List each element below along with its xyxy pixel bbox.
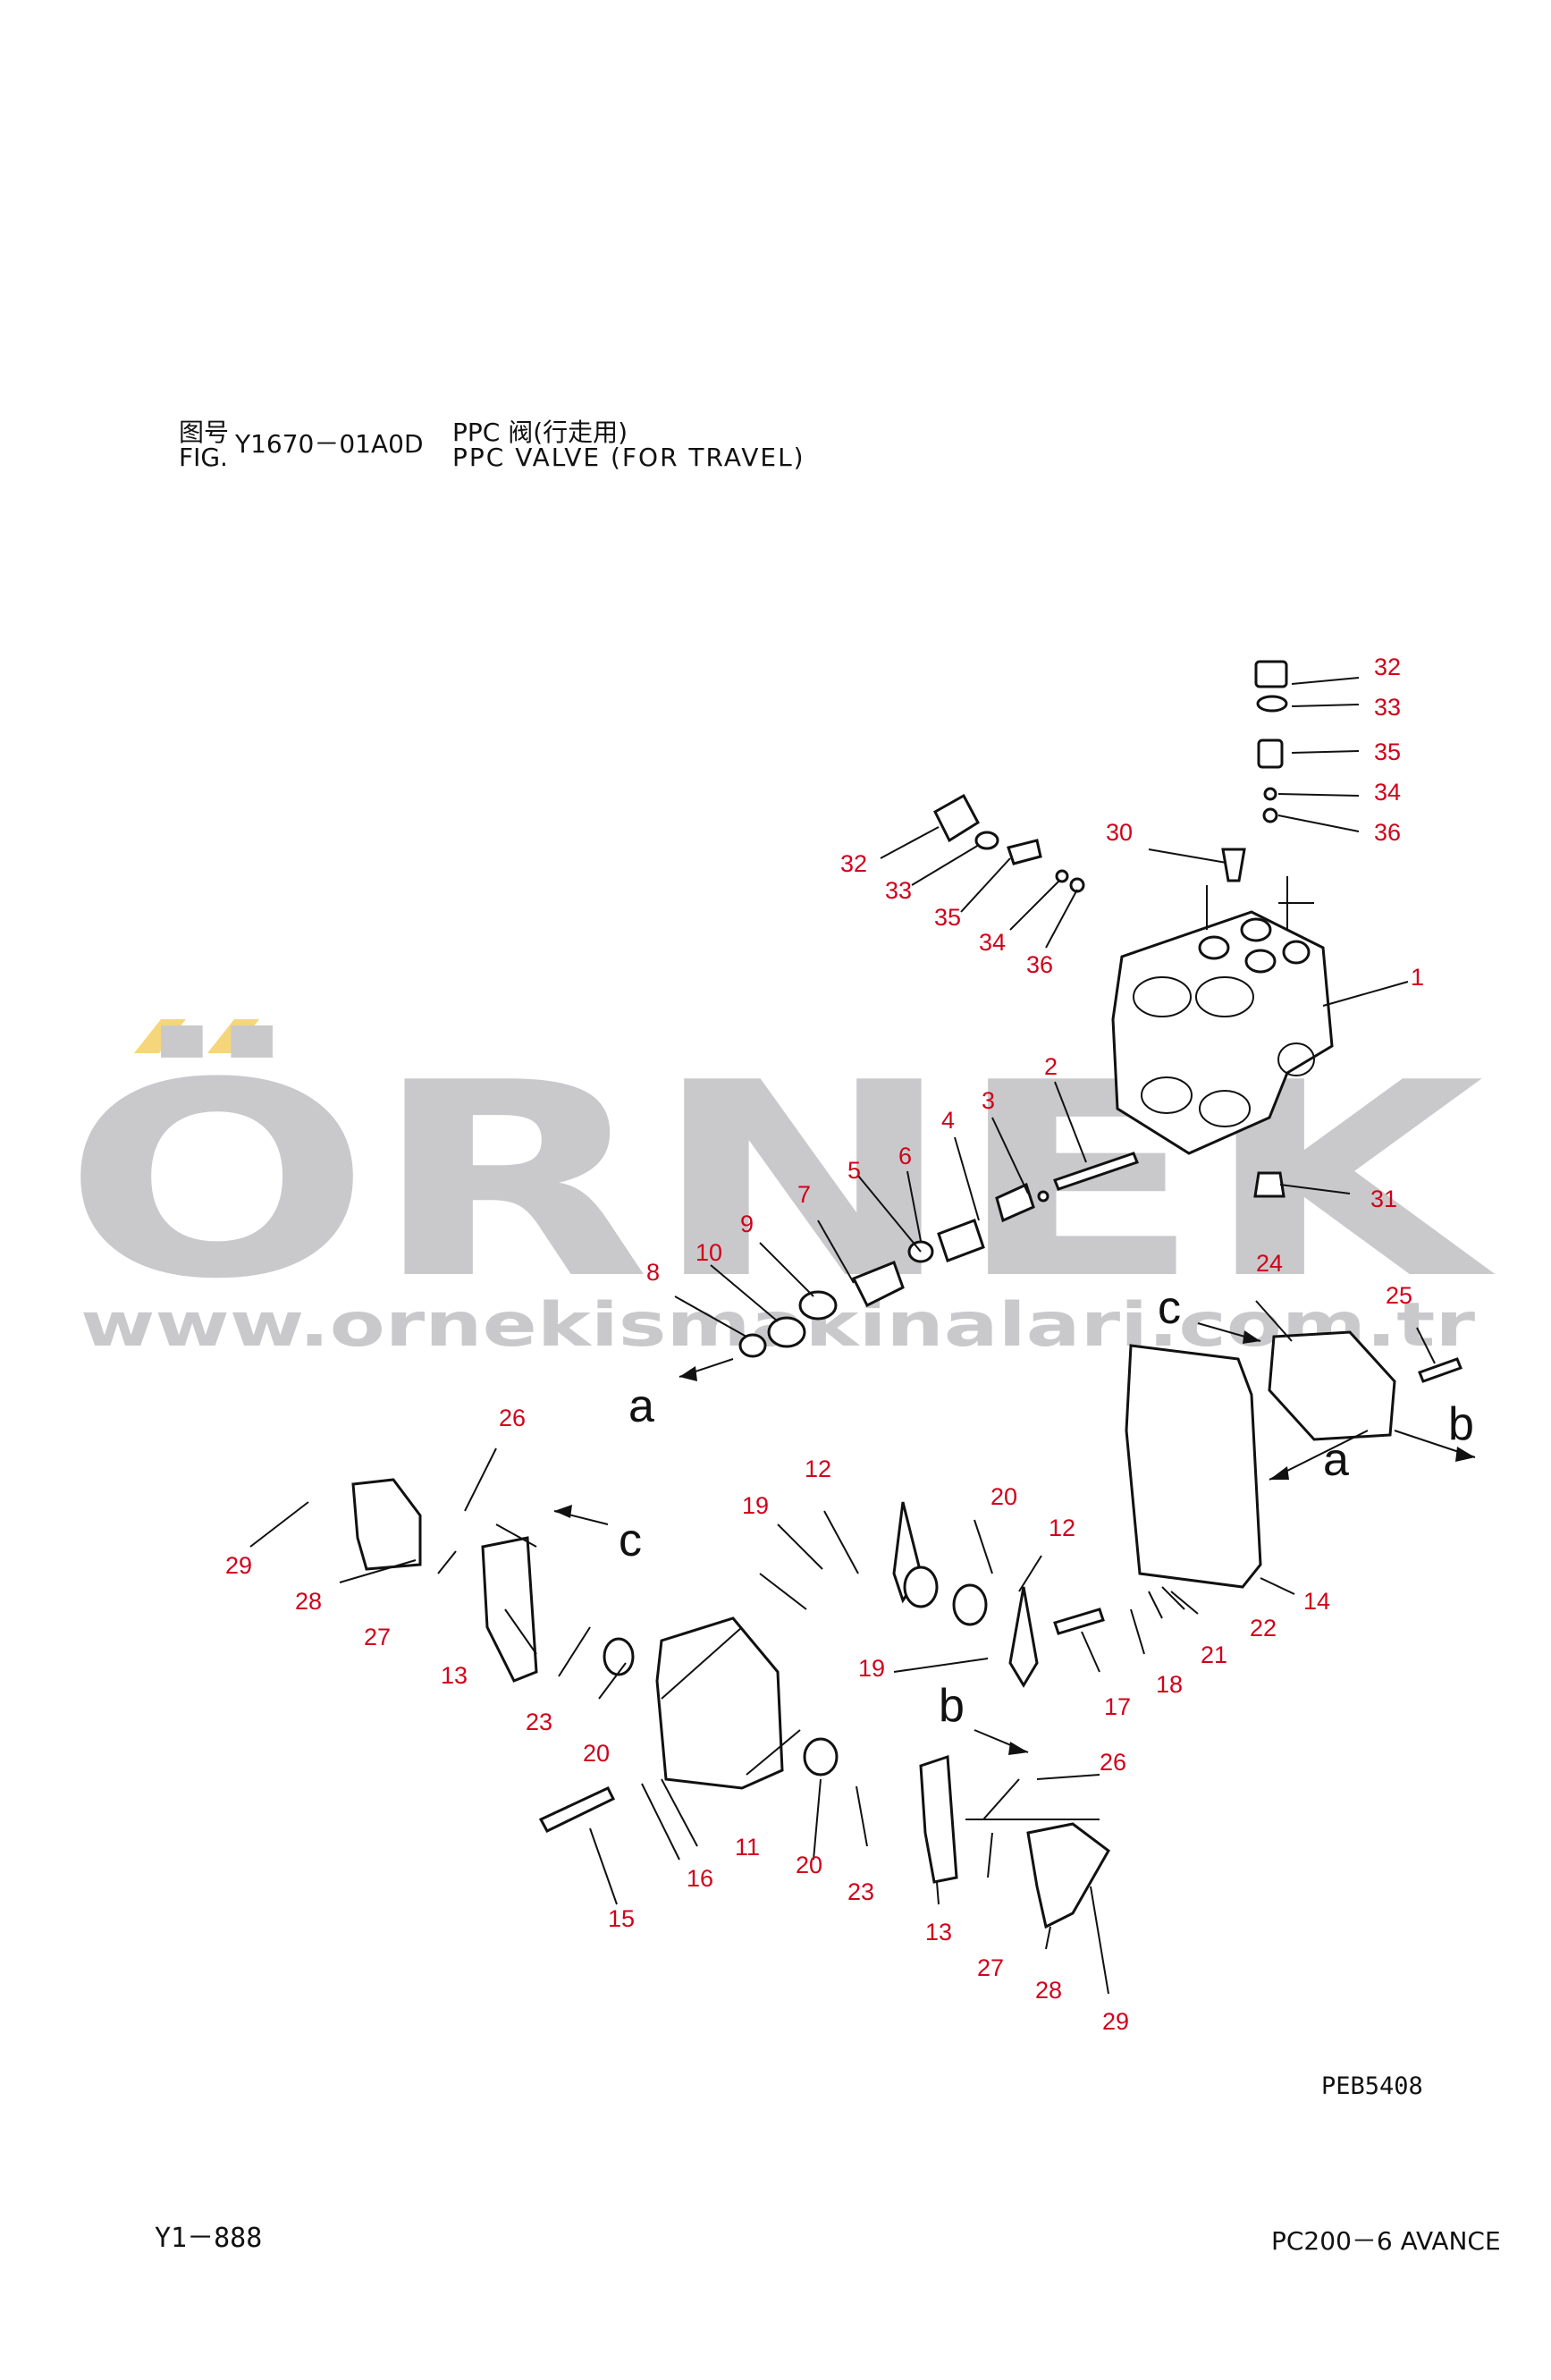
callout-7: 7 xyxy=(797,1181,811,1208)
part-11-body xyxy=(655,1616,784,1790)
callout-14: 14 xyxy=(1303,1588,1330,1615)
callout-26a: 26 xyxy=(499,1405,526,1431)
callout-36a: 36 xyxy=(1374,819,1401,846)
callout-11: 11 xyxy=(735,1834,760,1861)
callout-27b: 27 xyxy=(977,1954,1004,1981)
title-en: PPC VALVE (FOR TRAVEL) xyxy=(452,443,805,472)
callout-22: 22 xyxy=(1250,1615,1277,1642)
callout-31: 31 xyxy=(1370,1186,1397,1212)
callout-13b: 13 xyxy=(925,1919,952,1945)
callout-3: 3 xyxy=(982,1087,995,1114)
part-20-bushing-a xyxy=(903,1566,939,1608)
callout-34a: 34 xyxy=(1374,779,1401,806)
callout-24: 24 xyxy=(1256,1250,1283,1277)
part-13-lever-a xyxy=(481,1536,538,1683)
callout-23a: 23 xyxy=(526,1709,552,1735)
callout-30: 30 xyxy=(1106,819,1133,846)
callout-9: 9 xyxy=(740,1211,754,1237)
valve-body xyxy=(1111,876,1334,1155)
part-13-lever-b xyxy=(919,1754,958,1884)
callout-5: 5 xyxy=(847,1157,861,1184)
plug-stack-top xyxy=(1254,660,1288,823)
callout-32b: 32 xyxy=(840,850,867,877)
leader-lines xyxy=(249,677,1436,1995)
part-17-bolt xyxy=(1053,1608,1105,1635)
part-31-plug xyxy=(1253,1171,1285,1198)
callout-29b: 29 xyxy=(1102,2008,1129,2035)
arrow-label-a-left: a xyxy=(628,1380,654,1432)
callout-21: 21 xyxy=(1201,1642,1227,1668)
page-code: Y1－888 xyxy=(155,2223,263,2254)
callout-13a: 13 xyxy=(441,1662,468,1689)
fig-label-en: FIG. xyxy=(179,443,228,472)
callout-26b: 26 xyxy=(1100,1749,1126,1776)
arrow-labels: a a b b c c c xyxy=(619,1282,1474,1732)
fig-code: Y1670－01A0D xyxy=(235,429,424,459)
callout-4: 4 xyxy=(941,1107,955,1134)
callout-19b: 19 xyxy=(858,1655,885,1682)
callout-19a: 19 xyxy=(742,1492,769,1519)
callout-8: 8 xyxy=(646,1259,660,1286)
callout-17: 17 xyxy=(1104,1693,1131,1720)
callout-2: 2 xyxy=(1044,1053,1058,1080)
arrow-label-b-right: b xyxy=(1448,1398,1474,1450)
plug-stack-left xyxy=(933,793,1085,893)
callout-15: 15 xyxy=(608,1905,635,1932)
part-30-filter xyxy=(1221,848,1246,882)
direction-arrows xyxy=(553,1322,1476,1755)
spool-assembly xyxy=(738,1152,1139,1358)
part-28-bracket-b xyxy=(1026,1822,1110,1929)
watermark-accent-left xyxy=(134,1019,186,1053)
title-cn: PPC 阀(行走用) xyxy=(452,418,628,447)
drawing-code: PEB5408 xyxy=(1321,2072,1423,2100)
callout-20b: 20 xyxy=(583,1740,610,1767)
callout-10: 10 xyxy=(695,1239,722,1266)
callout-16: 16 xyxy=(687,1865,713,1892)
callout-32a: 32 xyxy=(1374,654,1401,680)
model-name: PC200－6 AVANCE xyxy=(1271,2226,1501,2256)
callout-12b: 12 xyxy=(1049,1515,1075,1541)
callout-34b: 34 xyxy=(979,929,1006,956)
callout-labels: 1 2 3 4 6 5 7 9 10 8 11 12 12 13 13 14 1… xyxy=(225,654,1424,2035)
fig-label-cn: 图号 xyxy=(179,418,230,447)
callout-33a: 33 xyxy=(1374,694,1401,721)
callout-35a: 35 xyxy=(1374,738,1401,765)
callout-1: 1 xyxy=(1411,964,1424,991)
part-20-bushing-d xyxy=(803,1737,839,1777)
callout-28b: 28 xyxy=(1035,1977,1062,2004)
part-14-plate xyxy=(1125,1344,1262,1589)
arrow-label-c-right: c xyxy=(1158,1282,1181,1334)
callout-18: 18 xyxy=(1156,1671,1183,1698)
part-20-bushing-c xyxy=(603,1637,635,1676)
callout-20c: 20 xyxy=(796,1852,822,1878)
callout-27a: 27 xyxy=(364,1624,391,1650)
part-20-bushing-b xyxy=(952,1583,988,1626)
callout-25: 25 xyxy=(1386,1282,1412,1309)
callout-28a: 28 xyxy=(295,1588,322,1615)
arrow-label-b-lower: b xyxy=(939,1680,965,1732)
callout-12a: 12 xyxy=(805,1456,831,1482)
part-24-block xyxy=(1268,1330,1396,1441)
watermark-accent-right xyxy=(207,1019,259,1053)
callout-6: 6 xyxy=(898,1143,912,1169)
callout-23b: 23 xyxy=(847,1878,874,1905)
callout-36b: 36 xyxy=(1026,951,1053,978)
callout-33b: 33 xyxy=(885,877,912,904)
callout-35b: 35 xyxy=(934,904,961,931)
arrow-label-c-left: c xyxy=(619,1515,642,1566)
part-12-lever-b xyxy=(1008,1586,1039,1688)
callout-29a: 29 xyxy=(225,1552,252,1579)
callout-20a: 20 xyxy=(990,1483,1017,1510)
part-28-bracket-a xyxy=(351,1478,422,1571)
part-15-bolt xyxy=(538,1786,616,1833)
part-25-bolt xyxy=(1418,1357,1462,1383)
arrow-label-a-right: a xyxy=(1323,1434,1349,1486)
